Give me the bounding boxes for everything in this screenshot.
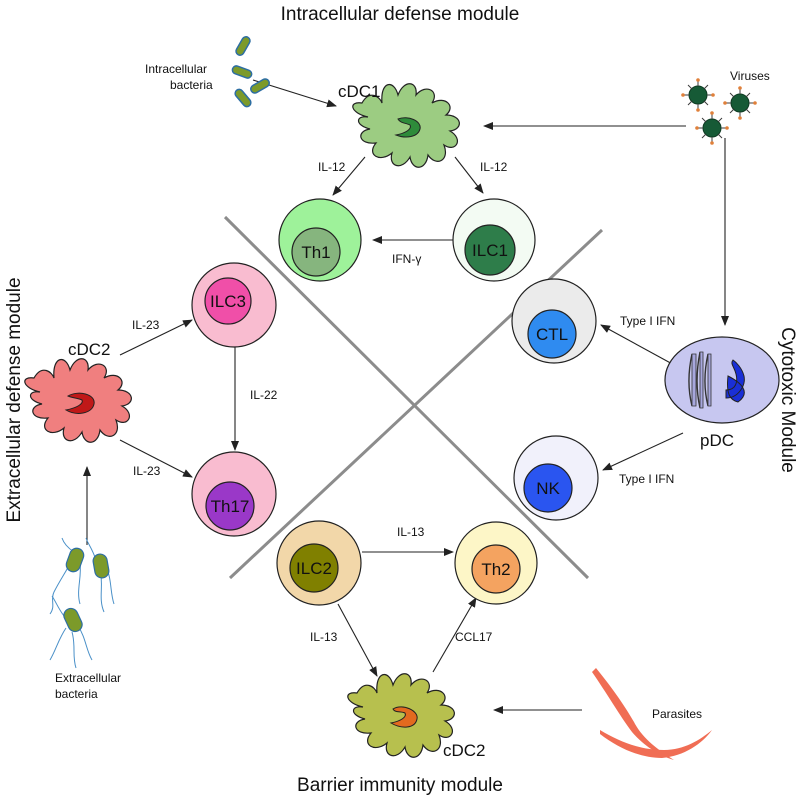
cdc2-left-dendritic-cell (24, 358, 132, 443)
cdc2-bottom-label: cDC2 (443, 741, 486, 760)
intracellular-bacteria-label-line2: bacteria (170, 78, 213, 92)
label-cdc1-ilc1: IL-12 (480, 160, 508, 174)
extracellular-bacteria-label-line1: Extracellular (55, 671, 121, 685)
extracellular-bacteria-icon (49, 537, 115, 669)
viruses-icon (681, 78, 757, 145)
th17-cell: Th17 (191, 451, 277, 537)
nk-label: NK (536, 479, 560, 498)
label-pdc-nk: Type I IFN (619, 472, 674, 486)
ctl-label: CTL (536, 325, 568, 344)
label-cdc1-th1: IL-12 (318, 160, 346, 174)
arrow-cdc1-to-th1 (332, 156, 366, 196)
label-cdc2-th17: IL-23 (133, 464, 161, 478)
th2-cell: Th2 (454, 521, 538, 605)
arrow-cdc2-to-th17 (119, 439, 193, 478)
arrow-pdc-to-nk (602, 432, 684, 471)
extracellular-bacteria-label-line2: bacteria (55, 687, 98, 701)
cdc2-bottom-dendritic-cell (347, 673, 455, 758)
cdc2-left-label: cDC2 (68, 340, 111, 359)
ctl-cell: CTL (511, 278, 597, 364)
pdc-label: pDC (700, 431, 734, 450)
label-ilc1-th1: IFN-γ (392, 252, 421, 266)
ilc1-cell: ILC1 (452, 198, 536, 282)
arrow-cdc2-to-th2 (432, 597, 477, 673)
label-ilc2-cdc2: IL-13 (310, 630, 338, 644)
label-cdc2-th2: CCL17 (455, 630, 493, 644)
parasites-icon (592, 668, 712, 760)
cdc1-label: cDC1 (338, 82, 381, 101)
th2-label: Th2 (481, 560, 510, 579)
nk-cell: NK (513, 435, 599, 521)
label-pdc-ctl: Type I IFN (620, 314, 675, 328)
module-title-barrier: Barrier immunity module (297, 775, 503, 796)
cdc1-dendritic-cell (352, 83, 460, 168)
label-ilc3-th17: IL-22 (250, 388, 278, 402)
divider-line-1 (223, 215, 590, 580)
module-title-intracellular: Intracellular defense module (281, 4, 520, 25)
ilc2-label: ILC2 (296, 559, 332, 578)
arrow-cdc2-to-ilc3 (119, 319, 193, 356)
ilc2-cell: ILC2 (276, 520, 362, 606)
module-title-cytotoxic: Cytotoxic Module (777, 327, 798, 473)
arrow-ilc2-to-cdc2 (337, 603, 378, 677)
parasites-label: Parasites (652, 707, 702, 721)
intracellular-bacteria-icon (231, 36, 270, 108)
intracellular-bacteria-label-line1: Intracellular (145, 62, 207, 76)
label-ilc2-th2: IL-13 (397, 525, 425, 539)
arrow-pdc-to-ctl (600, 324, 677, 367)
pdc-cell (664, 336, 780, 424)
th17-label: Th17 (211, 497, 250, 516)
ilc3-cell: ILC3 (191, 262, 277, 348)
ilc1-label: ILC1 (472, 241, 508, 260)
module-title-extracellular: Extracellular defense module (4, 277, 25, 522)
viruses-label: Viruses (730, 69, 770, 83)
label-cdc2-ilc3: IL-23 (132, 318, 160, 332)
th1-label: Th1 (301, 243, 330, 262)
ilc3-label: ILC3 (210, 292, 246, 311)
arrow-cdc1-to-ilc1 (454, 156, 484, 194)
th1-cell: Th1 (278, 198, 362, 282)
